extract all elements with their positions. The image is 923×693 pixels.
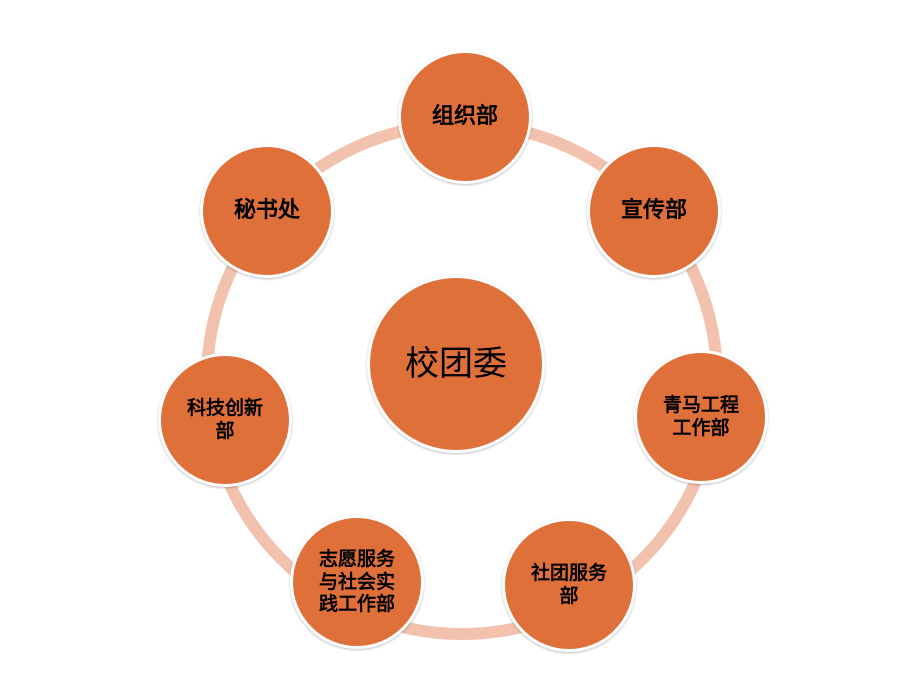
node-organization-dept: 组织部 <box>398 50 532 184</box>
center-node-label: 校团委 <box>405 343 507 384</box>
node-label: 社团服务 部 <box>530 562 607 607</box>
node-secretariat: 秘书处 <box>200 144 334 278</box>
center-node-youth-league-committee: 校团委 <box>367 275 545 453</box>
node-volunteer-social-practice-dept: 志愿服务 与社会实 践工作部 <box>290 515 424 649</box>
node-label: 青马工程 工作部 <box>662 394 739 439</box>
node-tech-innovation-dept: 科技创新 部 <box>158 353 292 487</box>
node-youth-marxism-dept: 青马工程 工作部 <box>634 350 768 484</box>
node-label: 宣传部 <box>620 197 687 223</box>
node-label: 志愿服务 与社会实 践工作部 <box>318 547 395 616</box>
node-label: 科技创新 部 <box>186 397 263 442</box>
node-label: 组织部 <box>431 103 498 129</box>
node-publicity-dept: 宣传部 <box>587 144 721 278</box>
node-club-service-dept: 社团服务 部 <box>502 518 636 652</box>
node-label: 秘书处 <box>233 197 300 223</box>
